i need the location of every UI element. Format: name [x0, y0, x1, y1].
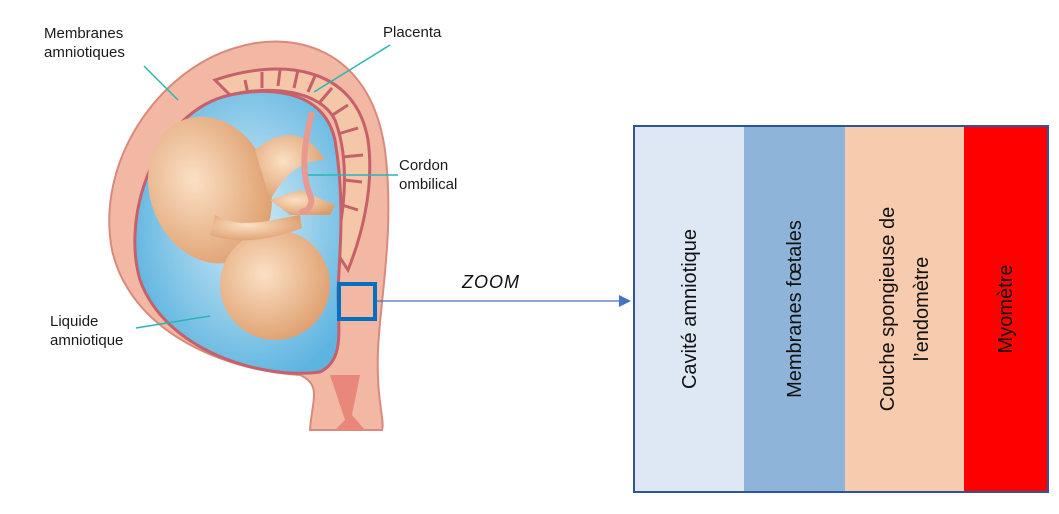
- zoom-label: ZOOM: [462, 272, 520, 292]
- layer-myometre: Myomètre: [964, 127, 1047, 491]
- cervix: [330, 375, 365, 430]
- label-line: ombilical: [399, 176, 458, 193]
- label-placenta: Placenta: [383, 24, 442, 41]
- label-cordon-ombilical: Cordon ombilical: [399, 156, 457, 194]
- label-line: amniotique: [50, 332, 124, 349]
- layer-label: Couche spongieuse de l’endomètre: [871, 207, 939, 412]
- label-liquide-amniotique: Liquide amniotique: [50, 312, 123, 350]
- label-line: amniotiques: [44, 44, 125, 61]
- label-line: Cordon: [399, 157, 449, 174]
- placenta: [212, 67, 372, 274]
- layer-membranes-foetales: Membranes fœtales: [744, 127, 845, 491]
- layer-label: Myomètre: [994, 264, 1017, 354]
- zoom-region-box: [337, 282, 377, 321]
- layer-label-line: Couche spongieuse de: [876, 206, 899, 412]
- umbilical-cord: [297, 111, 315, 215]
- label-line: Membranes: [44, 25, 124, 42]
- label-line: Liquide: [50, 313, 99, 330]
- layer-label: Cavité amniotique: [678, 228, 701, 390]
- fetus: [148, 116, 335, 340]
- layer-couche-spongieuse: Couche spongieuse de l’endomètre: [845, 127, 964, 491]
- zoom-arrowhead: [619, 295, 631, 307]
- label-membranes-amniotiques: Membranes amniotiques: [44, 24, 125, 62]
- layers-panel: Cavité amniotique Membranes fœtales Couc…: [633, 125, 1049, 493]
- layer-cavite-amniotique: Cavité amniotique: [635, 127, 744, 491]
- layer-label-line: l’endomètre: [910, 256, 933, 362]
- layer-label: Membranes fœtales: [783, 220, 806, 398]
